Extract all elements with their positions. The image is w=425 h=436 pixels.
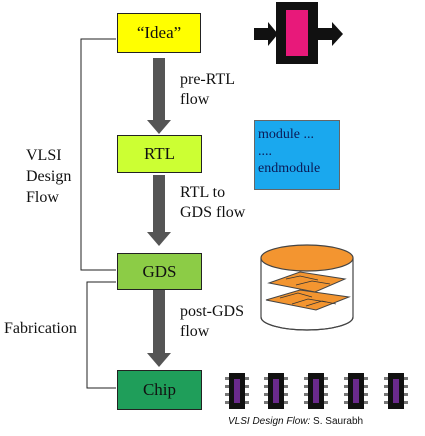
- side-label-line: VLSI: [26, 147, 62, 164]
- code-line: ....: [258, 144, 272, 159]
- side-label-line: Design: [26, 168, 72, 185]
- side-label-line: Fabrication: [4, 320, 77, 337]
- arrow-label-line: RTL to: [180, 184, 226, 201]
- arrow-label-line: post-GDS: [180, 303, 245, 320]
- gds-layout-cylinder-icon: [260, 244, 354, 331]
- side-label-vlsi-design-flow: VLSI Design Flow: [26, 145, 71, 208]
- side-label-line: Flow: [26, 189, 59, 206]
- stage-gds-label: GDS: [142, 261, 177, 281]
- chip-package-icon: [344, 373, 368, 409]
- stage-gds: GDS: [117, 253, 202, 290]
- code-line: endmodule: [258, 161, 321, 176]
- chip-package-icon: [384, 373, 408, 409]
- chip-package-icon: [264, 373, 288, 409]
- bracket-vlsi-design-flow: [80, 38, 116, 271]
- arrow-label-post-gds: post-GDS flow: [180, 302, 244, 342]
- arrow-label-line: flow: [180, 91, 210, 108]
- arrow-rtl-to-gds: [147, 175, 171, 246]
- arrow-label-line: flow: [180, 323, 210, 340]
- arrow-gds-to-chip: [147, 290, 171, 367]
- arrow-label-rtl-to-gds: RTL to GDS flow: [180, 183, 245, 223]
- idea-block-icon: [254, 2, 343, 64]
- arrow-label-line: GDS flow: [180, 204, 246, 221]
- stage-chip-label: Chip: [142, 380, 177, 399]
- caption-author: S. Saurabh: [313, 416, 364, 427]
- chip-packages: [225, 373, 408, 409]
- side-label-fabrication: Fabrication: [4, 318, 77, 339]
- stage-rtl: RTL: [117, 135, 202, 173]
- chip-package-icon: [304, 373, 328, 409]
- caption-title: VLSI Design Flow:: [228, 416, 311, 427]
- stage-idea: “Idea”: [117, 13, 201, 53]
- stage-idea-label: “Idea”: [136, 23, 182, 42]
- bracket-fabrication: [86, 281, 116, 389]
- arrow-idea-to-rtl: [147, 58, 171, 134]
- arrow-label-pre-rtl: pre-RTL flow: [180, 70, 235, 110]
- chip-package-icon: [225, 373, 249, 409]
- figure-caption: VLSI Design Flow: S. Saurabh: [228, 416, 363, 427]
- arrow-label-line: pre-RTL: [180, 71, 236, 88]
- rtl-code-snippet: module ... .... endmodule: [254, 120, 340, 190]
- stage-chip: Chip: [117, 370, 202, 410]
- stage-rtl-label: RTL: [143, 144, 176, 163]
- code-line: module ...: [258, 127, 314, 142]
